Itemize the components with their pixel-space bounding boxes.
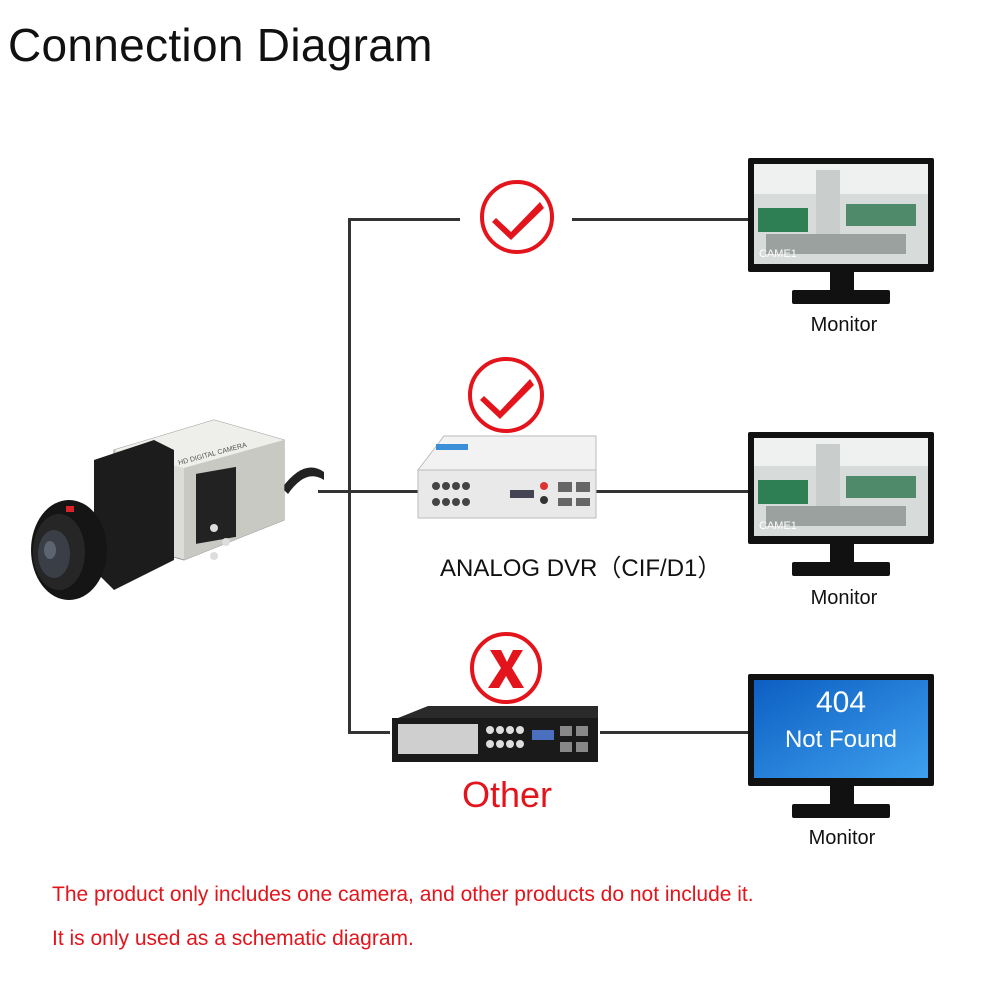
- other-label: Other: [462, 774, 553, 815]
- connector-bottom-left: [348, 731, 390, 734]
- connector-top-right: [572, 218, 750, 221]
- camera-image: HD DIGITAL CAMERA: [31, 419, 324, 600]
- cross-icon: [470, 632, 542, 704]
- connector-top-left: [348, 218, 460, 221]
- check-icon: [468, 357, 544, 433]
- error-message: Not Found: [784, 726, 898, 753]
- screen-caption: CAME1: [759, 248, 797, 260]
- monitor-frame: [748, 158, 934, 304]
- monitor-label: Monitor: [808, 827, 876, 849]
- monitor-2: CAME1: [746, 430, 936, 580]
- dvr-label: ANALOG DVR（CIF/D1）: [440, 555, 722, 582]
- connector-vertical: [348, 218, 351, 734]
- connector-middle-right: [596, 490, 750, 493]
- monitor-frame: [748, 674, 934, 818]
- monitor-label: Monitor: [810, 587, 878, 609]
- disclaimer-line-2: It is only used as a schematic diagram.: [52, 927, 414, 950]
- monitor-label: Monitor: [810, 314, 878, 336]
- disclaimer-line-1: The product only includes one camera, an…: [52, 883, 754, 906]
- analog-dvr-image: [417, 435, 597, 519]
- screen-caption: CAME1: [759, 520, 797, 532]
- error-code: 404: [815, 686, 867, 719]
- connector-camera: [318, 490, 418, 493]
- connector-bottom-right: [600, 731, 750, 734]
- monitor-1: CAME1: [746, 156, 936, 312]
- page-title: Connection Diagram: [8, 19, 433, 71]
- monitor-frame: [748, 432, 934, 576]
- other-dvr-image: [392, 706, 598, 762]
- monitor-3: 404 Not Found: [746, 672, 936, 824]
- check-icon: [480, 180, 554, 254]
